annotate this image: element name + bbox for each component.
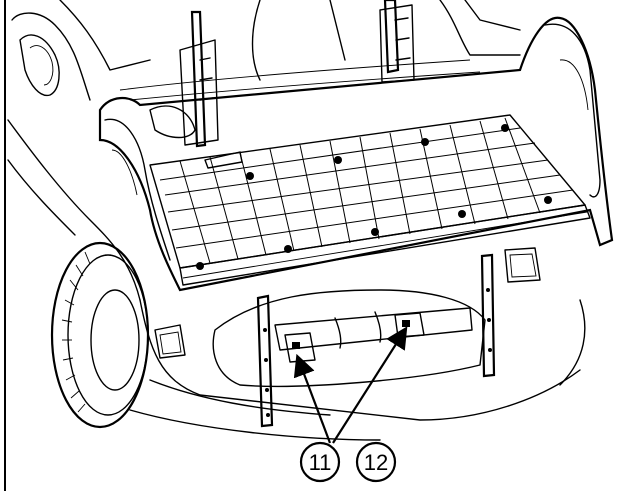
bed-support-brackets	[256, 253, 496, 428]
callout-11-label: 11	[309, 450, 332, 475]
callout-12: 12	[355, 441, 397, 483]
cart-body	[7, 0, 586, 441]
callout-leader-lines	[293, 326, 408, 444]
callout-12-label: 12	[364, 450, 388, 475]
hinge-bracket-left	[284, 332, 316, 363]
cargo-bed	[98, 16, 614, 292]
callout-11: 11	[299, 441, 341, 483]
rear-seat-struts	[149, 0, 415, 148]
